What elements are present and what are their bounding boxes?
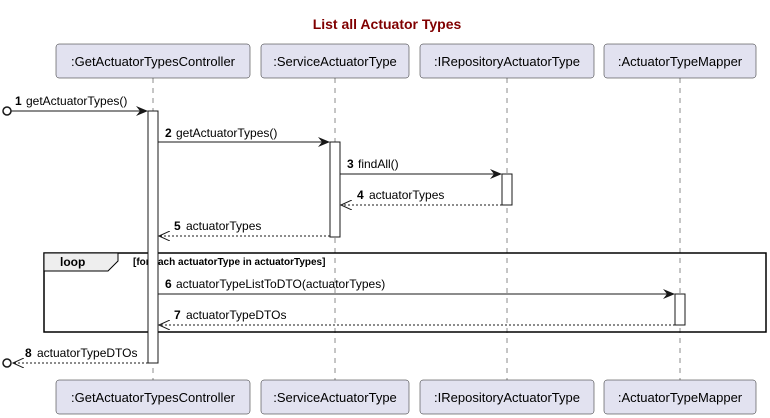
participant-label: :ServiceActuatorType <box>273 390 397 405</box>
participant-label: :IRepositoryActuatorType <box>434 54 580 69</box>
activation-controller <box>147 110 159 364</box>
participant-controller-top[interactable]: :GetActuatorTypesController <box>55 43 251 79</box>
activation-repository <box>501 173 513 206</box>
message-label-3: findAll() <box>358 157 399 171</box>
activation-mapper <box>674 293 686 326</box>
message-label-6: actuatorTypeListToDTO(actuatorTypes) <box>176 277 385 291</box>
activation-service <box>329 141 341 238</box>
participant-mapper-bottom[interactable]: :ActuatorTypeMapper <box>603 379 757 415</box>
message-number-5: 5 <box>174 219 181 233</box>
activation-bars <box>147 110 686 364</box>
lost-message-end <box>2 358 12 368</box>
message-number-7: 7 <box>174 308 181 322</box>
message-number-2: 2 <box>165 126 172 140</box>
participant-service-top[interactable]: :ServiceActuatorType <box>260 43 410 79</box>
message-number-3: 3 <box>347 157 354 171</box>
messages: 1 getActuatorTypes() 2 getActuatorTypes(… <box>2 94 675 368</box>
message-label-5: actuatorTypes <box>186 219 261 233</box>
message-label-8: actuatorTypeDTOs <box>37 346 138 360</box>
participant-label: :GetActuatorTypesController <box>71 390 236 405</box>
participant-repository-bottom[interactable]: :IRepositoryActuatorType <box>419 379 595 415</box>
message-label-7: actuatorTypeDTOs <box>186 308 287 322</box>
participant-repository-top[interactable]: :IRepositoryActuatorType <box>419 43 595 79</box>
loop-tab <box>43 252 119 272</box>
message-number-1: 1 <box>15 94 22 108</box>
participants-top: :GetActuatorTypesController :ServiceActu… <box>55 43 757 79</box>
found-message-start <box>2 106 12 116</box>
message-label-2: getActuatorTypes() <box>176 126 277 140</box>
loop-fragment: loop [for each actuatorType in actuatorT… <box>43 252 767 333</box>
loop-condition: [for each actuatorType in actuatorTypes] <box>133 257 325 268</box>
participant-label: :ActuatorTypeMapper <box>618 390 743 405</box>
message-label-1: getActuatorTypes() <box>26 94 127 108</box>
loop-frame <box>43 252 767 333</box>
message-label-4: actuatorTypes <box>369 188 444 202</box>
participant-service-bottom[interactable]: :ServiceActuatorType <box>260 379 410 415</box>
participant-label: :IRepositoryActuatorType <box>434 390 580 405</box>
message-number-8: 8 <box>25 346 32 360</box>
participant-controller-bottom[interactable]: :GetActuatorTypesController <box>55 379 251 415</box>
participant-label: :ActuatorTypeMapper <box>618 54 743 69</box>
loop-keyword: loop <box>60 255 85 269</box>
participants-bottom: :GetActuatorTypesController :ServiceActu… <box>55 379 757 415</box>
message-number-6: 6 <box>165 277 172 291</box>
diagram-title: List all Actuator Types <box>313 16 462 32</box>
participant-mapper-top[interactable]: :ActuatorTypeMapper <box>603 43 757 79</box>
participant-label: :GetActuatorTypesController <box>71 54 236 69</box>
participant-label: :ServiceActuatorType <box>273 54 397 69</box>
message-number-4: 4 <box>357 188 364 202</box>
